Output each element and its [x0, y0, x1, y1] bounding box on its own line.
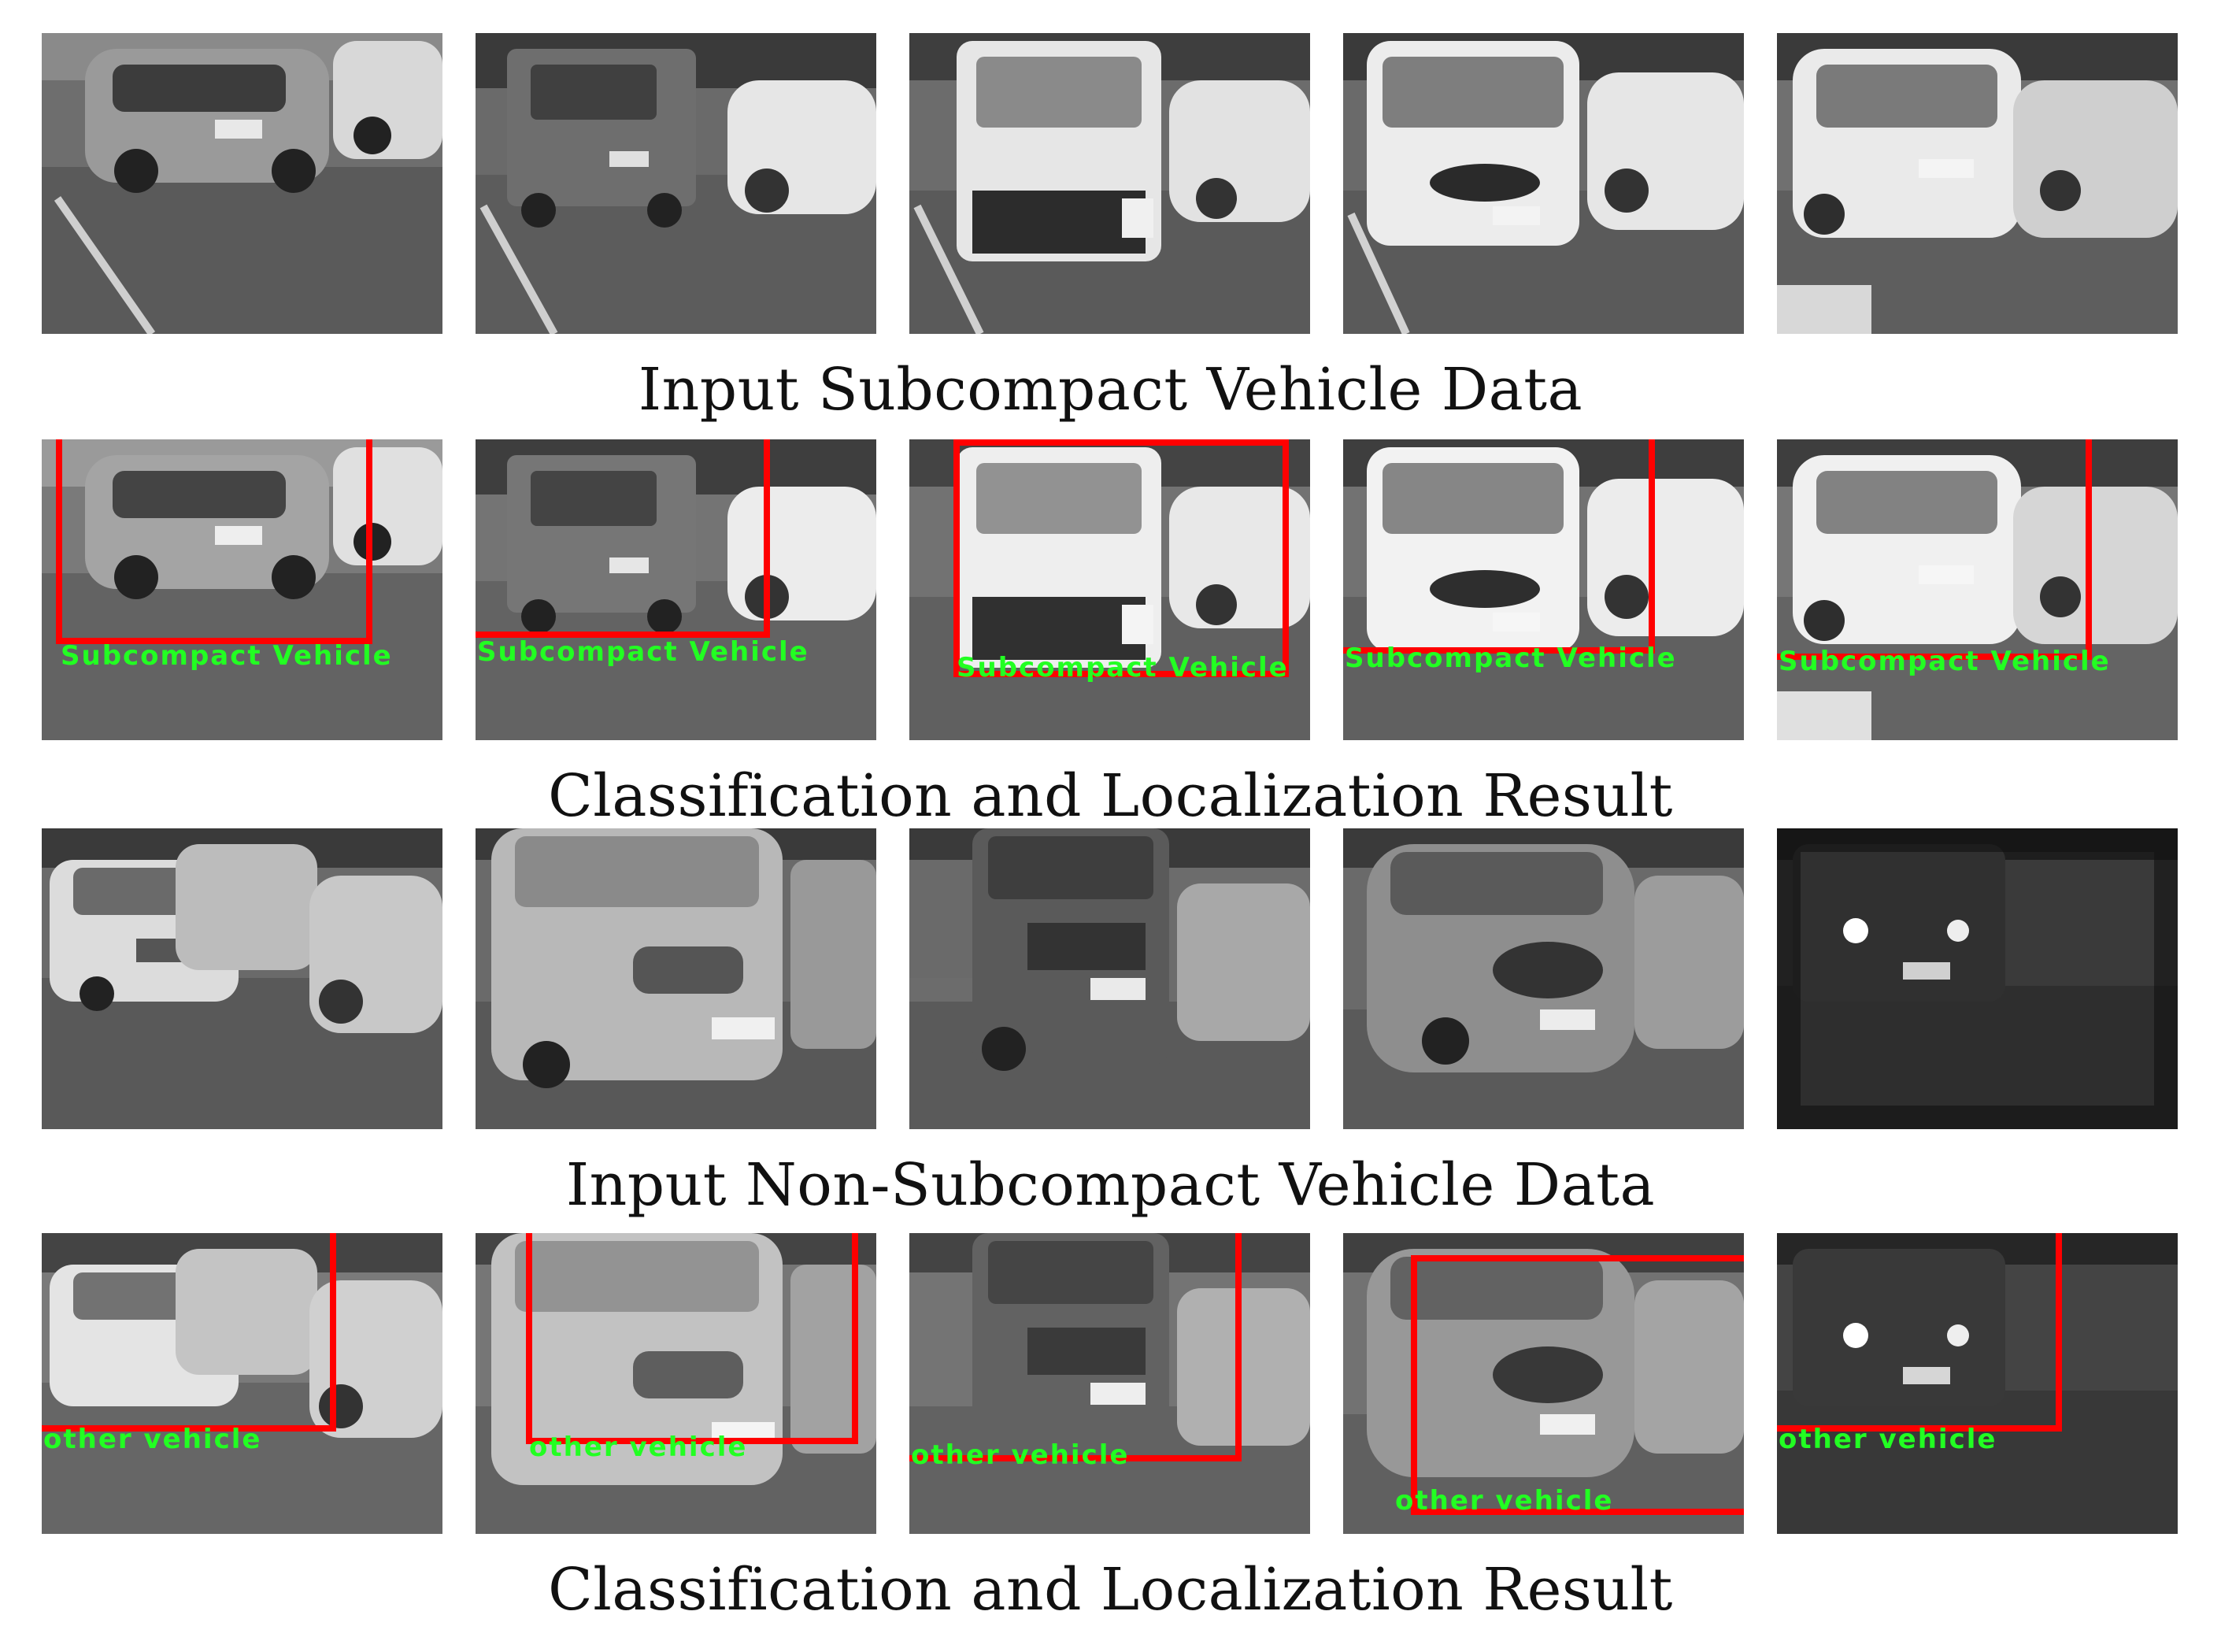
detection-label: Subcompact Vehicle [61, 640, 393, 672]
bounding-box [526, 1233, 858, 1444]
subcompact-input-image-1 [42, 33, 442, 334]
non-subcompact-result-image-3: other vehicle [909, 1233, 1310, 1534]
bounding-box [1343, 439, 1655, 654]
caption-input-non-subcompact: Input Non-Subcompact Vehicle Data [565, 1151, 1656, 1219]
row-result-non-subcompact: other vehicle other vehicle other vehicl… [0, 1233, 2221, 1534]
caption-result-subcompact: Classification and Localization Result [548, 762, 1673, 830]
detection-label: other vehicle [1779, 1424, 1997, 1455]
caption-result-non-subcompact: Classification and Localization Result [548, 1556, 1673, 1624]
detection-label: Subcompact Vehicle [957, 652, 1289, 683]
non-subcompact-input-image-3 [909, 828, 1310, 1129]
subcompact-result-image-4: Subcompact Vehicle [1343, 439, 1744, 740]
non-subcompact-input-image-2 [476, 828, 876, 1129]
subcompact-input-image-3 [909, 33, 1310, 334]
subcompact-result-image-5: Subcompact Vehicle [1777, 439, 2178, 740]
subcompact-result-image-1: Subcompact Vehicle [42, 439, 442, 740]
bounding-box [56, 439, 372, 644]
non-subcompact-result-image-5: other vehicle [1777, 1233, 2178, 1534]
non-subcompact-result-image-4: other vehicle [1343, 1233, 1744, 1534]
bounding-box [1777, 1233, 2062, 1432]
subcompact-result-image-3: Subcompact Vehicle [909, 439, 1310, 740]
bounding-box [1777, 439, 2092, 660]
detection-label: other vehicle [911, 1439, 1130, 1471]
bounding-box [476, 439, 770, 638]
detection-label: Subcompact Vehicle [1345, 643, 1677, 674]
non-subcompact-input-image-1 [42, 828, 442, 1129]
bounding-box [1411, 1255, 1744, 1515]
detection-label: Subcompact Vehicle [1779, 646, 2111, 677]
bounding-box [953, 439, 1289, 677]
subcompact-input-image-2 [476, 33, 876, 334]
non-subcompact-input-image-4 [1343, 828, 1744, 1129]
row-input-subcompact [0, 33, 2221, 334]
detection-label: Subcompact Vehicle [477, 636, 809, 668]
subcompact-result-image-2: Subcompact Vehicle [476, 439, 876, 740]
non-subcompact-result-image-2: other vehicle [476, 1233, 876, 1534]
detection-label: other vehicle [43, 1424, 262, 1455]
non-subcompact-result-image-1: other vehicle [42, 1233, 442, 1534]
subcompact-input-image-5 [1777, 33, 2178, 334]
row-input-non-subcompact [0, 828, 2221, 1129]
bounding-box [42, 1233, 336, 1432]
detection-label: other vehicle [529, 1432, 748, 1463]
subcompact-input-image-4 [1343, 33, 1744, 334]
detection-label: other vehicle [1395, 1485, 1614, 1517]
non-subcompact-input-image-5 [1777, 828, 2178, 1129]
bounding-box [909, 1233, 1242, 1461]
row-result-subcompact: Subcompact Vehicle Subcompact Vehicle Su… [0, 439, 2221, 740]
caption-input-subcompact: Input Subcompact Vehicle Data [638, 356, 1583, 424]
